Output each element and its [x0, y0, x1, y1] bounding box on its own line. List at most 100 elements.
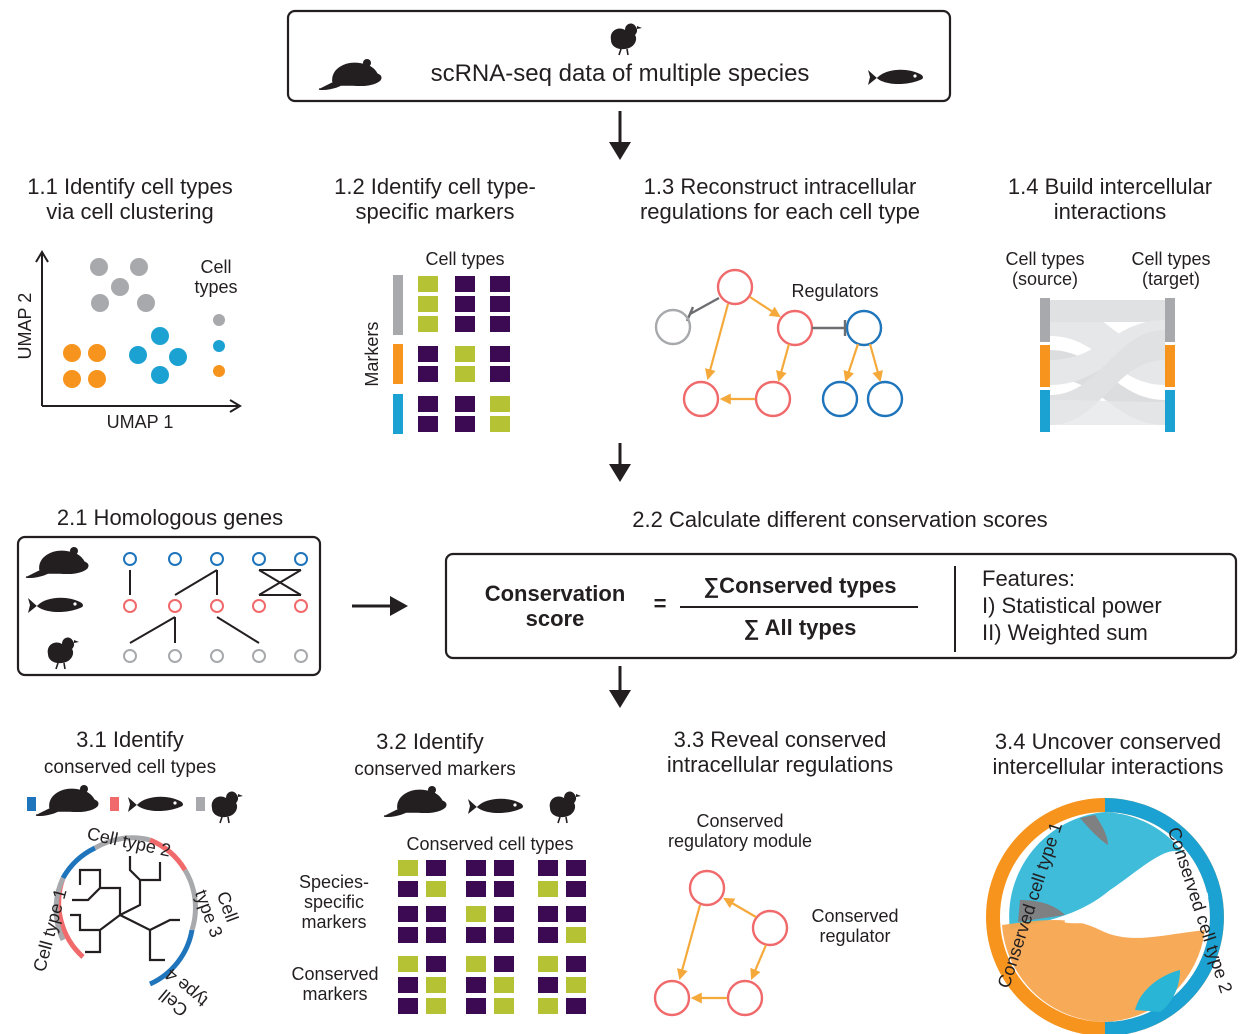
- heatmap-cell: [466, 881, 486, 897]
- feature-1: I) Statistical power: [982, 593, 1162, 618]
- umap-x-label: UMAP 1: [106, 412, 174, 432]
- panel-3-2-title-a: 3.2 Identify: [376, 729, 484, 754]
- heatmap-cell: [490, 316, 510, 332]
- heatmap-cell: [398, 860, 418, 876]
- umap-axes: [35, 250, 242, 413]
- panel-3-1-title-a: 3.1 Identify: [76, 727, 184, 752]
- heatmap-cell: [466, 998, 486, 1014]
- heatmap-cell: [398, 927, 418, 943]
- heatmap-cell: [426, 881, 446, 897]
- heatmap-cell: [455, 316, 475, 332]
- heatmap-cell: [426, 956, 446, 972]
- conserved-chord-diagram: [986, 798, 1224, 1034]
- heatmap-cell: [398, 881, 418, 897]
- panel-3-2-title-b: conserved markers: [354, 759, 516, 780]
- heatmap-cell: [494, 860, 514, 876]
- features-title: Features:: [982, 566, 1075, 591]
- chick-icon: [210, 790, 244, 824]
- heatmap-cell: [566, 998, 586, 1014]
- down-arrow-icon: [609, 111, 631, 160]
- umap-legend-label: Cell types: [194, 257, 238, 298]
- heatmap-cell: [494, 881, 514, 897]
- heatmap-cell: [490, 346, 510, 362]
- marker-heatmap: [393, 275, 510, 434]
- panel-3-4-title: 3.4 Uncover conserved intercellular inte…: [992, 729, 1224, 779]
- feature-2: II) Weighted sum: [982, 620, 1148, 645]
- heatmap-cell: [398, 906, 418, 922]
- heatmap-cell: [418, 396, 438, 412]
- heatmap-cell: [426, 860, 446, 876]
- conservation-score-label: Conservation score: [484, 581, 626, 631]
- heatmap-cell: [418, 276, 438, 292]
- heatmap-cell: [426, 927, 446, 943]
- tree-branches: [70, 856, 180, 962]
- input-data-box: [286, 9, 952, 103]
- heatmap-top-label: Cell types: [425, 249, 505, 269]
- heatmap-cell: [566, 977, 586, 993]
- heatmap-cell: [426, 906, 446, 922]
- equals-sign: =: [653, 591, 667, 616]
- chick-icon: [46, 636, 80, 670]
- heatmap-cell: [466, 977, 486, 993]
- conserved-module: [653, 869, 789, 1017]
- heatmap-cell: [538, 977, 558, 993]
- conserved-markers-label: Conserved markers: [291, 964, 379, 1005]
- mouse-icon: [35, 784, 99, 816]
- heatmap-side-label: Markers: [361, 321, 382, 387]
- heatmap-cell: [455, 366, 475, 382]
- panel-1-4-title: 1.4 Build intercellular interactions: [1007, 174, 1213, 224]
- heatmap-cell: [418, 416, 438, 432]
- panel-1-3-title: 1.3 Reconstruct intracellular regulation…: [639, 174, 921, 224]
- heatmap-cell: [455, 346, 475, 362]
- heatmap-cell: [426, 998, 446, 1014]
- zebrafish-icon: [28, 597, 83, 613]
- heatmap-cell: [538, 860, 558, 876]
- conserved-celltype-tree: [53, 835, 198, 987]
- source-label: Cell types (source): [1005, 249, 1085, 290]
- heatmap-cell: [466, 906, 486, 922]
- umap-clusters: [63, 258, 225, 388]
- formula-denominator: ∑ All types: [743, 615, 857, 640]
- heatmap-cell: [566, 927, 586, 943]
- down-arrow-icon: [609, 666, 631, 708]
- panel-2-2-title: 2.2 Calculate different conservation sco…: [632, 507, 1048, 532]
- heatmap-cell: [566, 881, 586, 897]
- zebrafish-icon: [128, 796, 183, 812]
- zebrafish-icon: [468, 798, 523, 814]
- right-arrow-icon: [352, 596, 408, 616]
- chick-icon: [548, 790, 582, 824]
- mouse-icon: [318, 58, 382, 90]
- heatmap-cell: [490, 366, 510, 382]
- regulator-label: Conserved regulator: [811, 906, 899, 947]
- conserved-marker-heatmap: [398, 860, 586, 1014]
- heatmap-cell: [466, 860, 486, 876]
- panel-2-1-title: 2.1 Homologous genes: [56, 505, 284, 530]
- heatmap-cell: [426, 977, 446, 993]
- heatmap-cell: [538, 998, 558, 1014]
- conserved-celltypes-label: Conserved cell types: [406, 834, 574, 854]
- heatmap-cell: [398, 998, 418, 1014]
- top-box-label: scRNA-seq data of multiple species: [430, 60, 810, 87]
- mouse-icon: [25, 546, 89, 578]
- panel-3-3-title: 3.3 Reveal conserved intracellular regul…: [666, 727, 894, 777]
- heatmap-cell: [566, 956, 586, 972]
- formula-numerator: ∑Conserved types: [703, 573, 897, 598]
- heatmap-cell: [418, 366, 438, 382]
- panel-3-1-title-b: conserved cell types: [43, 757, 217, 778]
- heatmap-cell: [494, 906, 514, 922]
- target-label: Cell types (target): [1131, 249, 1211, 290]
- panel-1-2-title: 1.2 Identify cell type- specific markers: [334, 174, 536, 224]
- heatmap-cell: [418, 316, 438, 332]
- heatmap-cell: [538, 956, 558, 972]
- heatmap-cell: [538, 881, 558, 897]
- homology-graph: [123, 552, 308, 663]
- heatmap-cell: [494, 927, 514, 943]
- mouse-icon: [383, 785, 447, 817]
- heatmap-cell: [490, 396, 510, 412]
- heatmap-cell: [455, 416, 475, 432]
- heatmap-cell: [538, 906, 558, 922]
- heatmap-cell: [538, 927, 558, 943]
- heatmap-cell: [398, 977, 418, 993]
- heatmap-cell: [466, 956, 486, 972]
- heatmap-cell: [418, 296, 438, 312]
